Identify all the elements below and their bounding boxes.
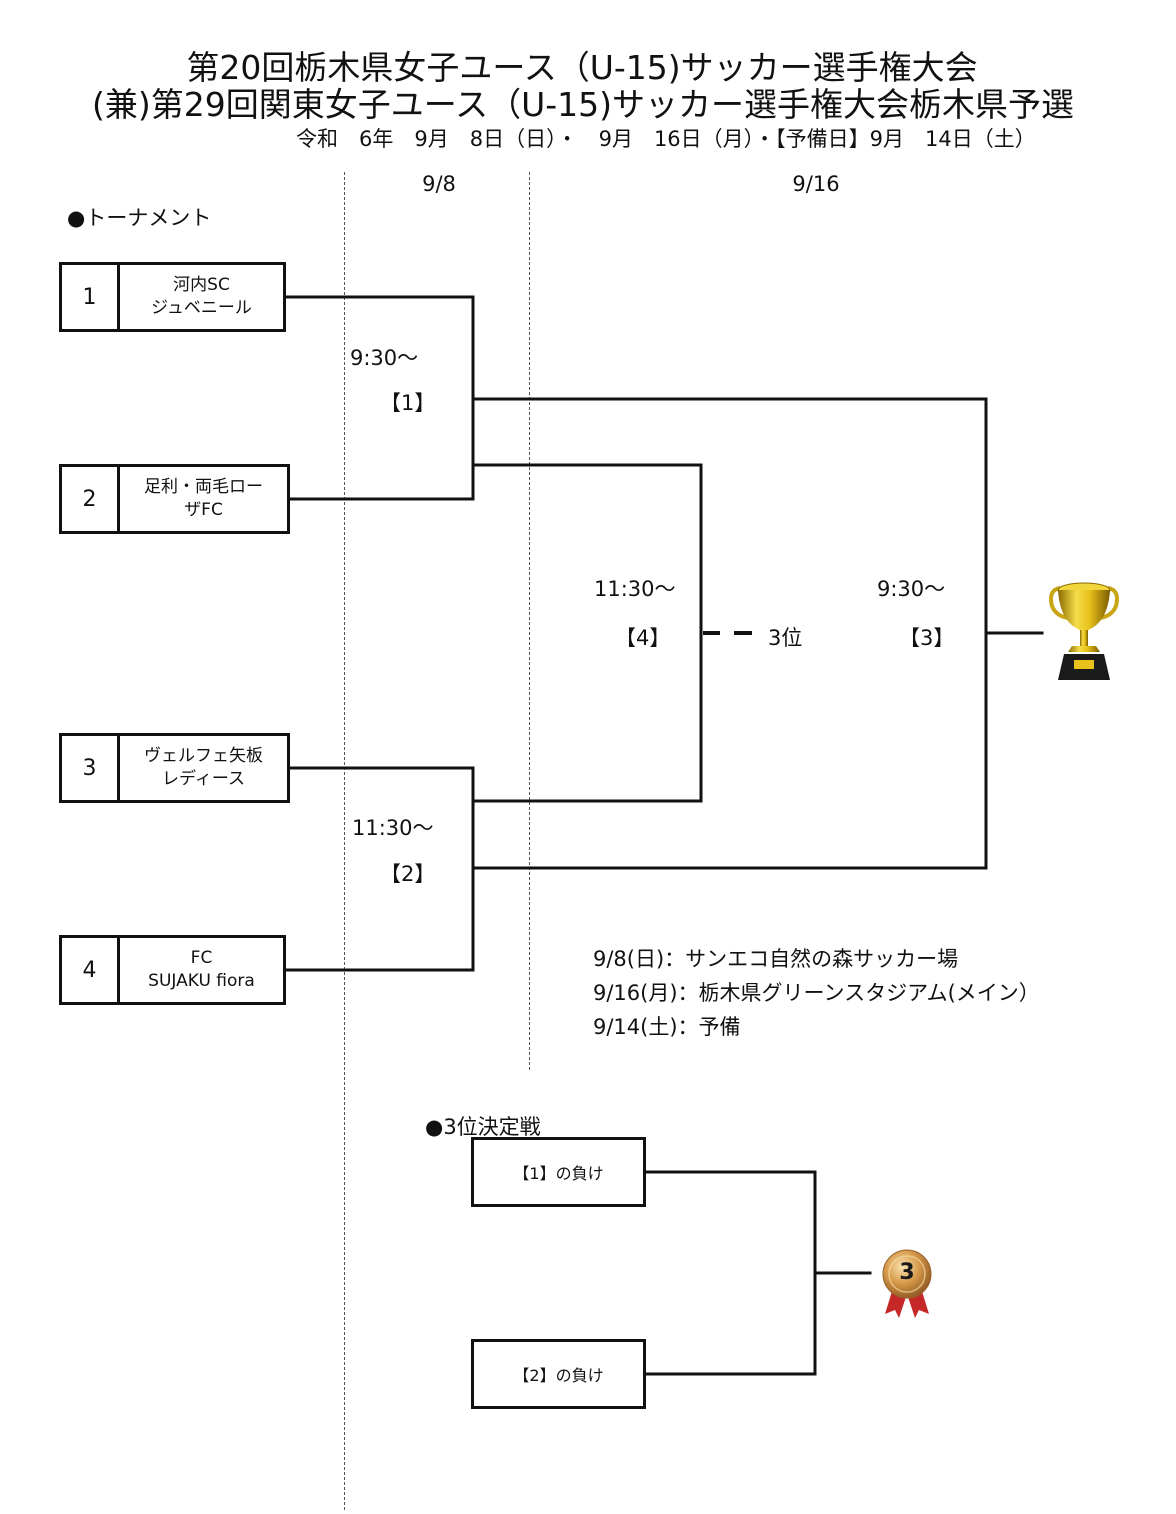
divider-day2 xyxy=(529,172,530,1070)
trophy-icon xyxy=(1049,582,1119,680)
title-line-1: 第20回栃木県女子ユース（U-15)サッカー選手権大会 xyxy=(186,48,978,87)
team-name-line2: ジュベニール xyxy=(151,298,252,318)
team-seed: 2 xyxy=(62,467,120,531)
venue-day2: 9/16(月)：栃木県グリーンスタジアム(メイン） xyxy=(593,981,1040,1005)
team-name: 足利・両毛ロー ザFC xyxy=(120,467,287,531)
match-1-id: 【1】 xyxy=(380,391,436,415)
team-name-line1: 足利・両毛ロー xyxy=(144,477,263,497)
match-4-time: 11:30〜 xyxy=(594,577,676,601)
match-3-time: 9:30〜 xyxy=(877,577,946,601)
team-name: ヴェルフェ矢板 レディース xyxy=(120,736,287,800)
third-place-slot-2-label: 【2】の負け xyxy=(513,1366,604,1385)
team-4-box: 4 FC SUJAKU fiora xyxy=(59,935,286,1005)
team-3-box: 3 ヴェルフェ矢板 レディース xyxy=(59,733,290,803)
match-1-time: 9:30〜 xyxy=(350,346,419,370)
match-4-id: 【4】 xyxy=(615,626,671,650)
team-name-line2: ザFC xyxy=(184,500,223,520)
match-3-id: 【3】 xyxy=(899,626,955,650)
third-place-slot-1: 【1】の負け xyxy=(471,1137,646,1207)
tournament-heading: ●トーナメント xyxy=(67,206,212,230)
team-seed: 1 xyxy=(62,265,120,329)
third-place-slot-2: 【2】の負け xyxy=(471,1339,646,1409)
team-name-line2: SUJAKU fiora xyxy=(148,971,255,991)
team-seed: 4 xyxy=(62,938,120,1002)
third-place-label: 3位 xyxy=(768,626,803,650)
team-name: 河内SC ジュベニール xyxy=(120,265,283,329)
team-name-line2: レディース xyxy=(162,769,245,789)
team-2-box: 2 足利・両毛ロー ザFC xyxy=(59,464,290,534)
team-seed: 3 xyxy=(62,736,120,800)
team-name-line1: 河内SC xyxy=(173,275,230,295)
venue-day1: 9/8(日)：サンエコ自然の森サッカー場 xyxy=(593,947,959,971)
venue-reserve: 9/14(土)：予備 xyxy=(593,1015,741,1039)
match-2-id: 【2】 xyxy=(380,862,436,886)
column-date-day2: 9/16 xyxy=(792,172,840,196)
team-1-box: 1 河内SC ジュベニール xyxy=(59,262,286,332)
title-line-2: (兼)第29回関東女子ユース（U-15)サッカー選手権大会栃木県予選 xyxy=(91,85,1075,124)
divider-day1 xyxy=(344,172,345,1510)
medal-number: 3 xyxy=(899,1260,915,1285)
match-2-time: 11:30〜 xyxy=(352,816,434,840)
team-name-line1: ヴェルフェ矢板 xyxy=(144,746,263,766)
third-place-heading: ●3位決定戦 xyxy=(425,1115,541,1139)
column-date-day1: 9/8 xyxy=(422,172,456,196)
team-name: FC SUJAKU fiora xyxy=(120,938,283,1002)
third-place-slot-1-label: 【1】の負け xyxy=(513,1164,604,1183)
team-name-line1: FC xyxy=(190,948,213,968)
bronze-medal-icon: 3 xyxy=(879,1248,935,1320)
event-dates: 令和 6年 9月 8日（日）・ 9月 16日（月）・【予備日】9月 14日（土） xyxy=(296,127,1036,151)
